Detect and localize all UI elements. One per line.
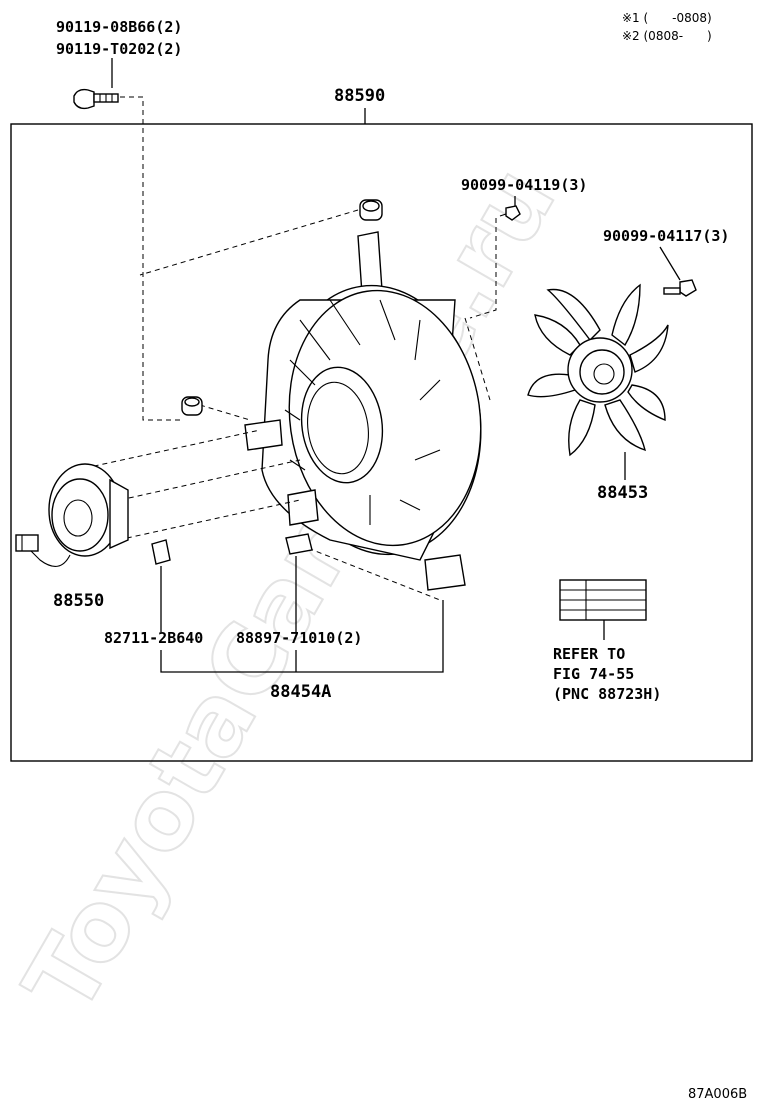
dash-bolt (120, 96, 180, 421)
label-screw-b[interactable]: 90099-04117(3) (603, 227, 729, 245)
dash-grommet-mid (199, 404, 251, 421)
grommet-top-icon[interactable] (359, 199, 383, 221)
screw-b-icon[interactable] (663, 279, 697, 297)
label-clip-b[interactable]: 88897-71010(2) (236, 629, 362, 647)
refer-line-1[interactable]: REFER TO (553, 645, 625, 663)
label-clip-a[interactable]: 82711-2B640 (104, 629, 203, 647)
fan-icon[interactable] (527, 283, 669, 457)
dash-motor-3 (117, 499, 301, 541)
leader-screw-b (659, 246, 681, 281)
label-assembly[interactable]: 88454A (270, 682, 331, 702)
refer-line-3[interactable]: (PNC 88723H) (553, 685, 661, 703)
dash-motor-1 (75, 429, 261, 471)
label-motor[interactable]: 88550 (53, 591, 104, 611)
screw-a-icon[interactable] (499, 205, 521, 221)
fan-motor-icon[interactable] (15, 463, 129, 567)
bracket-assembly (160, 600, 444, 673)
grommet-mid-icon[interactable] (181, 396, 203, 416)
bolt-icon[interactable] (73, 88, 119, 110)
label-screw-a[interactable]: 90099-04119(3) (461, 176, 587, 194)
assembly-frame (10, 123, 753, 762)
note-1: ※1 ( -0808) (622, 11, 712, 25)
dash-motor-2 (119, 459, 301, 501)
label-bolt-a[interactable]: 90119-08B66(2) (56, 18, 182, 36)
clip-b-icon[interactable] (285, 533, 313, 555)
refer-line-2[interactable]: FIG 74-55 (553, 665, 634, 683)
dash-screw (469, 218, 497, 319)
label-bolt-b[interactable]: 90119-T0202(2) (56, 40, 182, 58)
dash-clip (299, 544, 441, 601)
label-fan[interactable]: 88453 (597, 483, 648, 503)
fan-shroud[interactable] (244, 231, 498, 591)
label-shroud[interactable]: 88590 (334, 86, 385, 106)
caution-label-icon[interactable] (559, 579, 647, 621)
note-2: ※2 (0808- ) (622, 29, 712, 43)
figure-code: 87A006B (688, 1087, 747, 1102)
dash-top-grommet (139, 209, 359, 276)
clip-a-icon[interactable] (151, 539, 171, 565)
